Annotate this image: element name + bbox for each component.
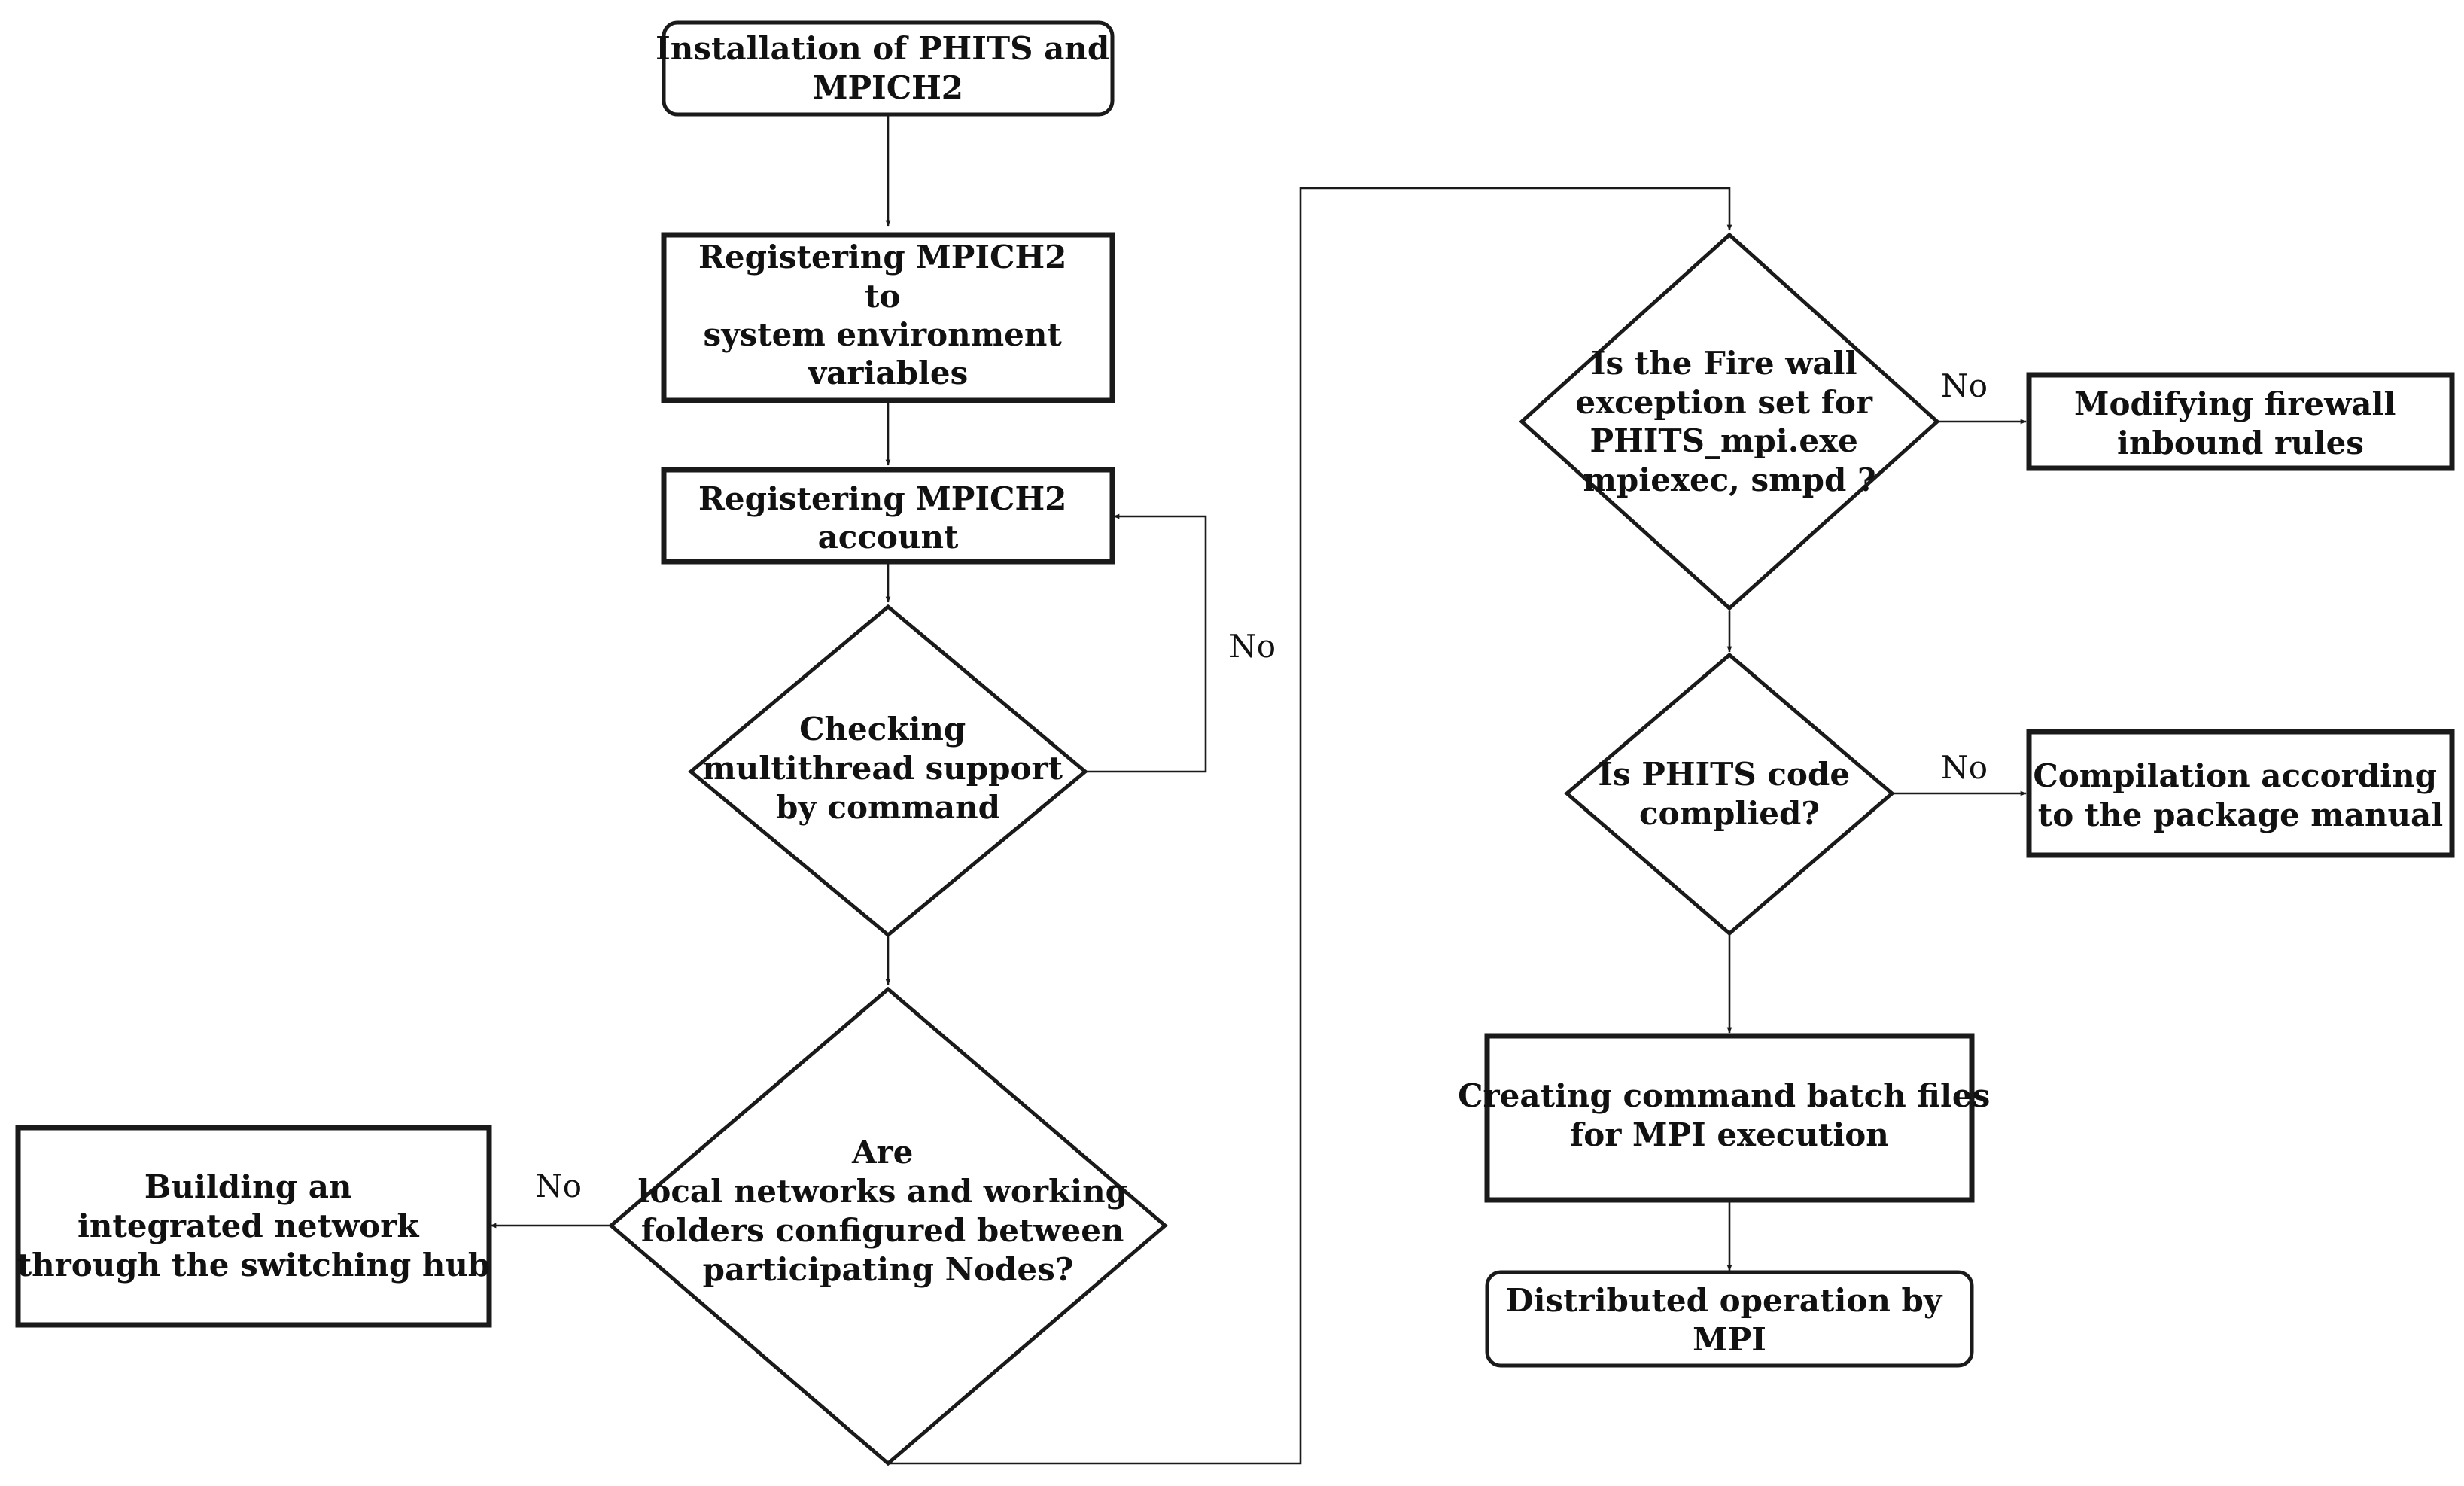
node-batch-files-line-1: Creating command batch files bbox=[1458, 1077, 1990, 1114]
node-modify-firewall: Modifying firewall inbound rules bbox=[2026, 372, 2455, 471]
node-firewall-question-line-3: PHITS_mpi.exe bbox=[1590, 422, 1858, 459]
node-distributed-line-2: MPI bbox=[1693, 1321, 1766, 1358]
node-register-account-line-2: account bbox=[818, 519, 959, 556]
node-distributed-shape bbox=[1485, 1270, 1974, 1368]
node-compiled-question-text: Is PHITS code complied? bbox=[1598, 756, 1860, 832]
node-register-account-line-1: Registering MPICH2 bbox=[698, 480, 1066, 517]
node-install-text: Installation of PHITS and MPICH2 bbox=[656, 30, 1121, 106]
node-networks-question-text: Are local networks and working folders c… bbox=[637, 1134, 1138, 1288]
node-batch-files-text: Creating command batch files for MPI exe… bbox=[1458, 1077, 2001, 1153]
edge-labels: No No No No bbox=[535, 367, 1988, 1204]
node-batch-files-line-2: for MPI execution bbox=[1570, 1116, 1889, 1153]
node-check-multithread-shape bbox=[688, 604, 1088, 938]
node-networks-question-line-2: local networks and working bbox=[637, 1173, 1127, 1210]
node-networks-question: Are local networks and working folders c… bbox=[608, 986, 1168, 1466]
node-build-network-line-2: integrated network bbox=[78, 1207, 419, 1244]
node-build-network-line-1: Building an bbox=[144, 1168, 352, 1205]
node-firewall-question-text: Is the Fire wall exception set for PHITS… bbox=[1575, 345, 1883, 498]
node-check-multithread-line-3: by command bbox=[776, 789, 1000, 826]
node-compilation-shape bbox=[2026, 729, 2455, 858]
node-firewall-question-line-2: exception set for bbox=[1575, 384, 1872, 421]
node-networks-question-line-1: Are bbox=[851, 1134, 913, 1171]
node-check-multithread: Checking multithread support by command bbox=[688, 604, 1088, 938]
node-batch-files-shape bbox=[1484, 1033, 1975, 1203]
node-modify-firewall-line-2: inbound rules bbox=[2117, 425, 2364, 461]
node-firewall-question-line-4: mpiexec, smpd ? bbox=[1583, 461, 1875, 498]
node-register-account: Registering MPICH2 account bbox=[661, 467, 1115, 565]
edge-label-multithread-no: No bbox=[1229, 628, 1276, 665]
node-check-multithread-line-1: Checking bbox=[799, 711, 966, 748]
node-install-line-2: MPICH2 bbox=[813, 69, 963, 106]
node-distributed-text: Distributed operation by MPI bbox=[1506, 1282, 1953, 1358]
edge-label-firewall-no: No bbox=[1941, 367, 1988, 404]
node-register-env: Registering MPICH2 to system environment… bbox=[661, 232, 1115, 403]
node-modify-firewall-text: Modifying firewall inbound rules bbox=[2074, 385, 2407, 461]
node-install: Installation of PHITS and MPICH2 bbox=[656, 20, 1121, 117]
node-compiled-question: Is PHITS code complied? bbox=[1564, 652, 1895, 936]
node-register-env-text: Registering MPICH2 to system environment… bbox=[698, 239, 1078, 391]
node-register-env-line-2: to bbox=[865, 278, 900, 315]
edge-multithread-no-loop bbox=[1085, 513, 1207, 773]
edge-label-networks-no: No bbox=[535, 1168, 582, 1204]
edge-label-compiled-no: No bbox=[1941, 749, 1988, 786]
node-distributed: Distributed operation by MPI bbox=[1485, 1270, 1974, 1368]
edge-networks-to-firewall bbox=[888, 187, 1732, 1465]
node-check-multithread-text: Checking multithread support by command bbox=[702, 711, 1073, 826]
node-compiled-question-shape bbox=[1564, 652, 1895, 936]
node-compiled-question-line-1: Is PHITS code bbox=[1598, 756, 1850, 793]
node-networks-question-line-4: participating Nodes? bbox=[703, 1251, 1074, 1288]
node-register-env-line-1: Registering MPICH2 bbox=[698, 239, 1066, 276]
node-firewall-question-line-1: Is the Fire wall bbox=[1591, 345, 1857, 382]
node-register-env-line-4: variables bbox=[808, 355, 969, 391]
node-install-shape bbox=[662, 20, 1115, 117]
node-networks-question-shape bbox=[608, 986, 1168, 1466]
node-build-network-line-3: through the switching hub bbox=[17, 1247, 491, 1284]
node-register-env-line-3: system environment bbox=[704, 316, 1063, 353]
node-firewall-question-shape bbox=[1519, 232, 1940, 611]
node-batch-files: Creating command batch files for MPI exe… bbox=[1458, 1033, 2001, 1203]
node-compilation-line-2: to the package manual bbox=[2038, 796, 2443, 833]
node-check-multithread-line-2: multithread support bbox=[702, 750, 1063, 787]
node-register-account-text: Registering MPICH2 account bbox=[698, 480, 1078, 556]
node-compilation-text: Compilation according to the package man… bbox=[2033, 757, 2447, 833]
node-register-account-shape bbox=[661, 467, 1115, 565]
node-compiled-question-line-2: complied? bbox=[1639, 795, 1820, 832]
connectors bbox=[490, 114, 2027, 1465]
node-distributed-line-1: Distributed operation by bbox=[1506, 1282, 1943, 1319]
node-compilation: Compilation according to the package man… bbox=[2026, 729, 2455, 858]
node-register-env-shape bbox=[661, 232, 1115, 403]
node-modify-firewall-line-1: Modifying firewall bbox=[2074, 385, 2396, 422]
node-networks-question-line-3: folders configured between bbox=[641, 1212, 1124, 1249]
node-firewall-question: Is the Fire wall exception set for PHITS… bbox=[1519, 232, 1940, 611]
node-install-line-1: Installation of PHITS and bbox=[656, 30, 1109, 67]
node-build-network-text: Building an integrated network through t… bbox=[17, 1168, 491, 1284]
node-modify-firewall-shape bbox=[2026, 372, 2455, 471]
node-build-network-shape bbox=[15, 1125, 492, 1328]
node-build-network: Building an integrated network through t… bbox=[15, 1125, 492, 1328]
node-compilation-line-1: Compilation according bbox=[2033, 757, 2437, 794]
